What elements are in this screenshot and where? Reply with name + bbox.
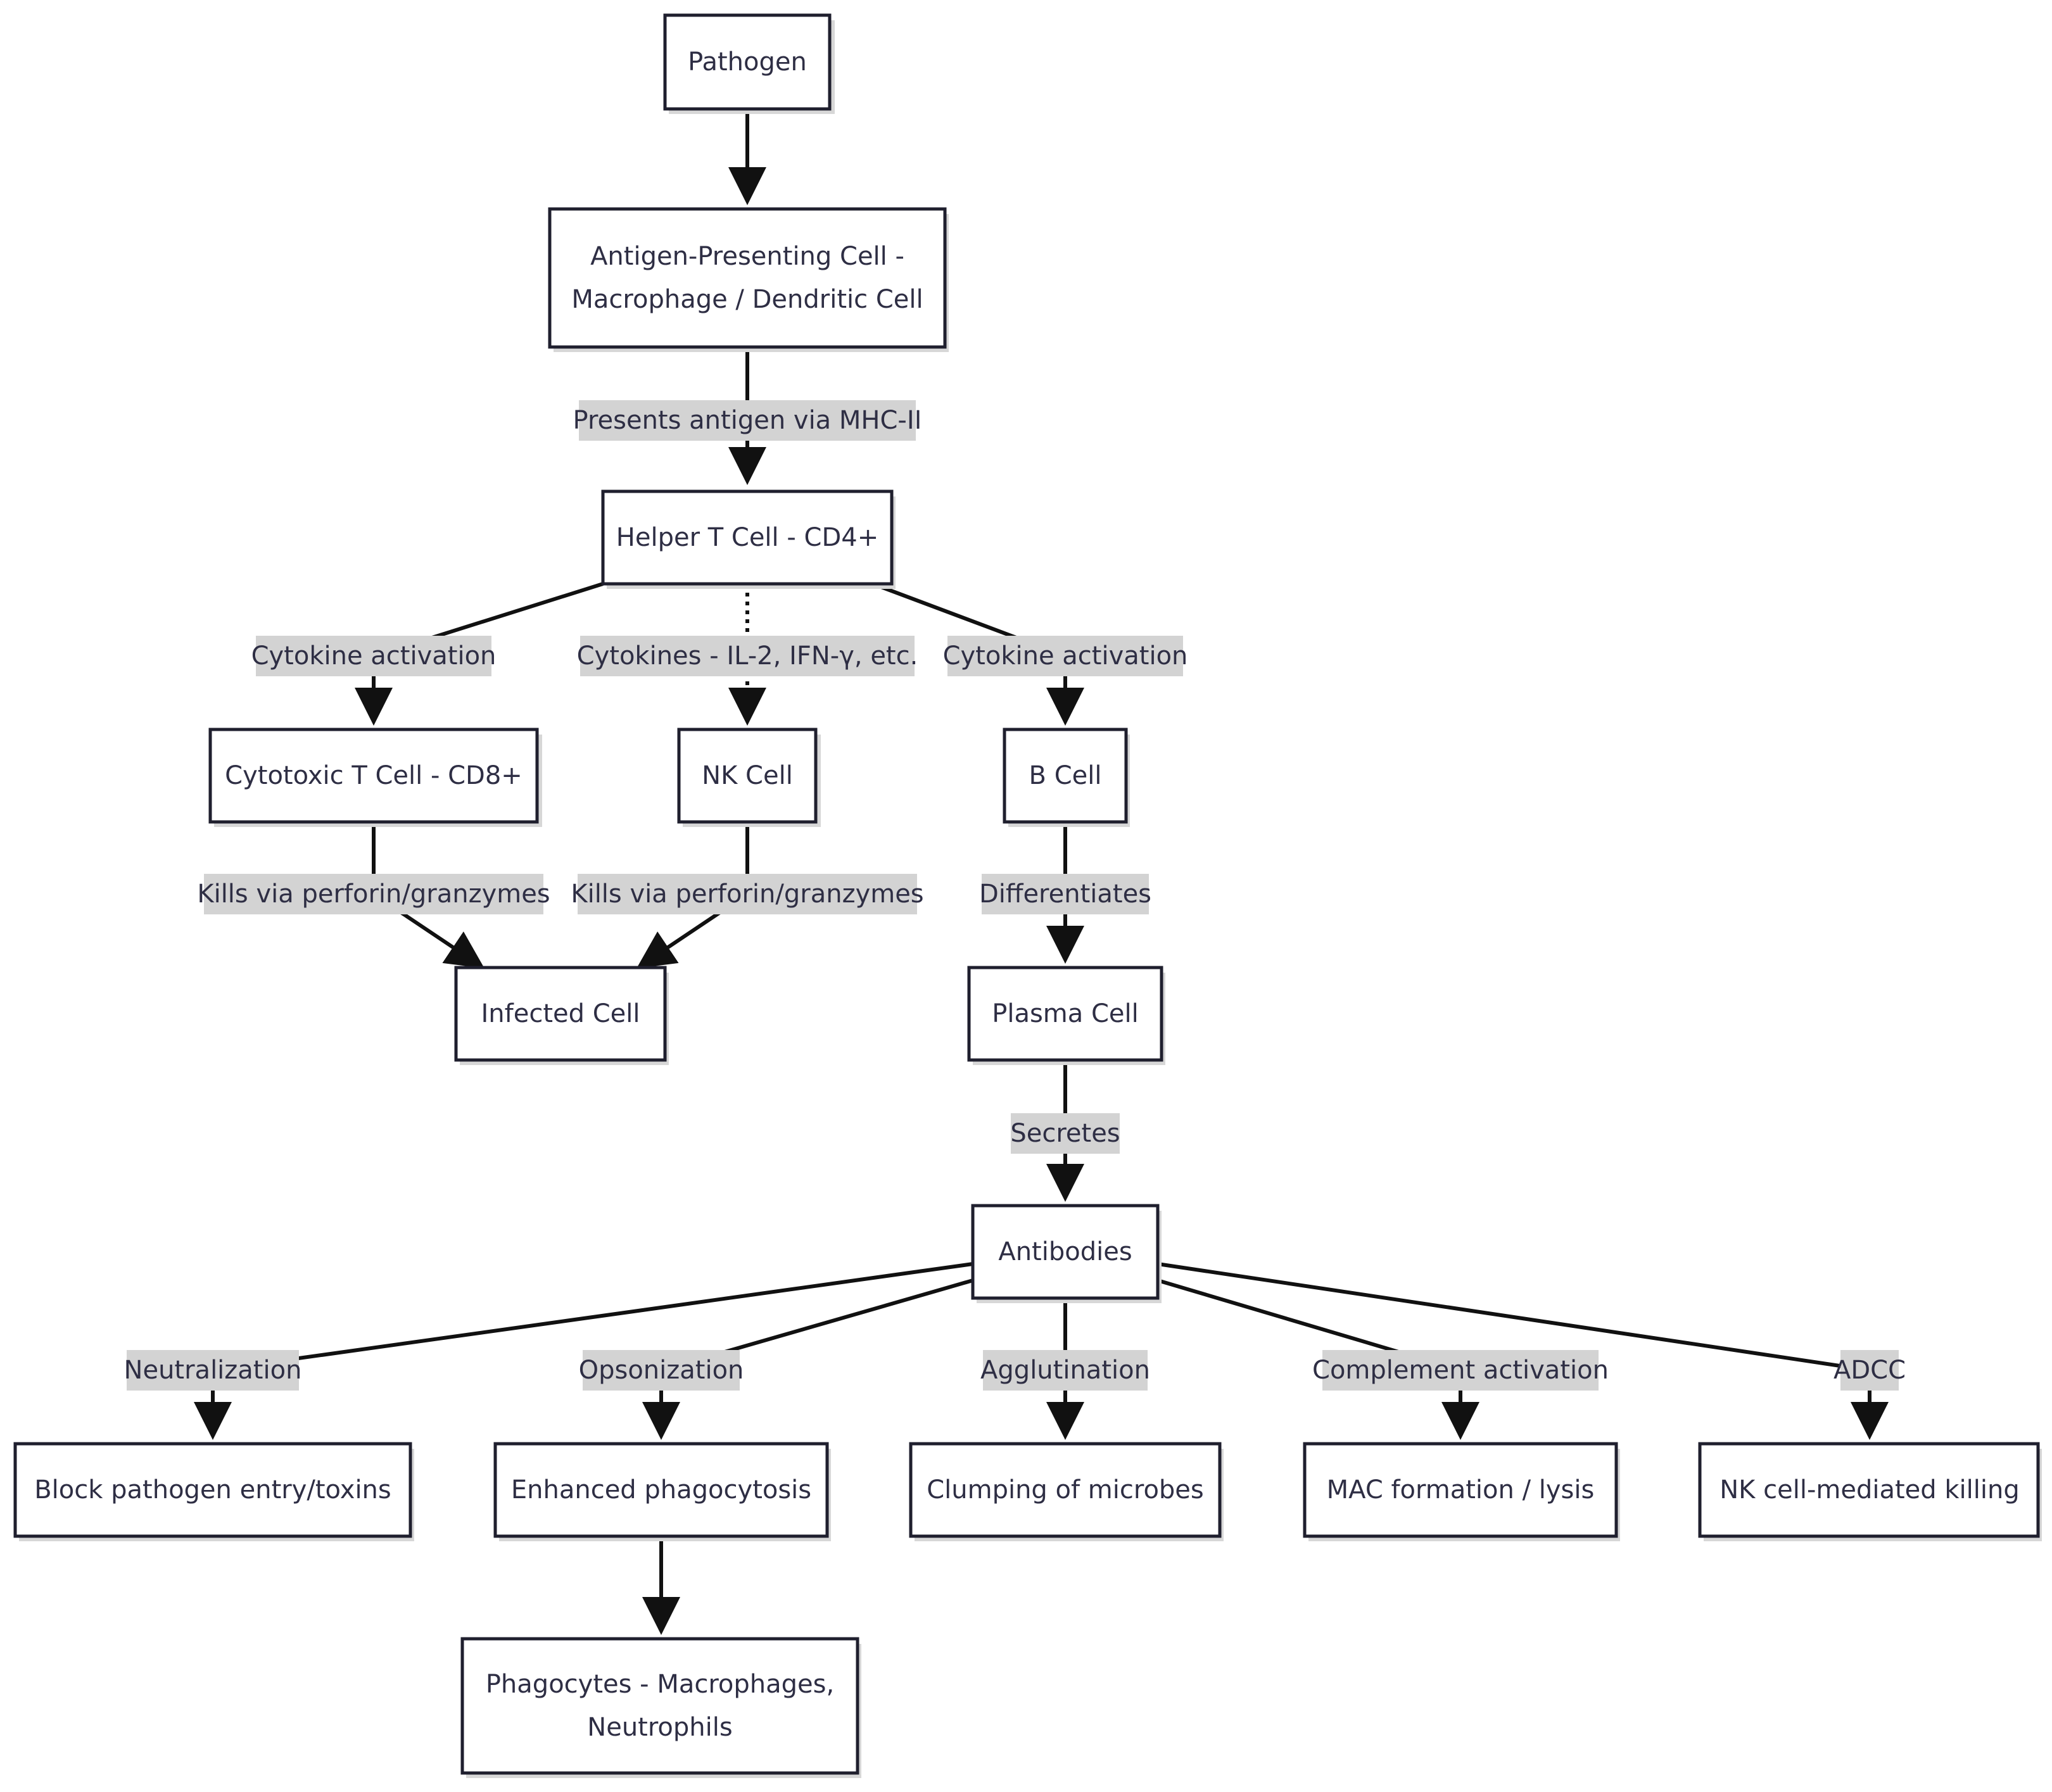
node-antibodies: Antibodies — [971, 1204, 1162, 1303]
node-helper-t-cell: Helper T Cell - CD4+ — [601, 489, 896, 589]
node-nk-cell-mediated-killing: NK cell-mediated killing — [1698, 1442, 2042, 1541]
edge-label-secretes: Secretes — [1010, 1113, 1120, 1154]
svg-text:Presents antigen via MHC-II: Presents antigen via MHC-II — [573, 406, 922, 435]
node-nk-cell: NK Cell — [677, 728, 821, 827]
svg-text:Neutrophils: Neutrophils — [587, 1713, 732, 1742]
svg-text:ADCC: ADCC — [1834, 1356, 1906, 1385]
node-antigen-presenting-cell: Antigen-Presenting Cell - Macrophage / D… — [548, 207, 949, 352]
svg-text:Agglutination: Agglutination — [980, 1356, 1150, 1385]
node-cytotoxic-t-cell: Cytotoxic T Cell - CD8+ — [208, 728, 542, 827]
edge-label-neutralization: Neutralization — [124, 1350, 302, 1391]
node-block-pathogen-entry: Block pathogen entry/toxins — [13, 1442, 414, 1541]
svg-text:B Cell: B Cell — [1029, 761, 1102, 790]
edges — [194, 109, 1889, 1635]
svg-text:Complement activation: Complement activation — [1312, 1356, 1609, 1385]
svg-text:Kills via perforin/granzymes: Kills via perforin/granzymes — [197, 880, 550, 909]
svg-text:Infected Cell: Infected Cell — [481, 999, 640, 1028]
svg-text:Secretes: Secretes — [1010, 1119, 1120, 1148]
svg-text:Phagocytes - Macrophages,: Phagocytes - Macrophages, — [486, 1670, 834, 1699]
svg-text:Block pathogen entry/toxins: Block pathogen entry/toxins — [34, 1475, 391, 1505]
svg-text:Clumping of microbes: Clumping of microbes — [927, 1475, 1204, 1505]
edge-label-opsonization: Opsonization — [579, 1350, 744, 1391]
svg-text:Plasma Cell: Plasma Cell — [992, 999, 1139, 1028]
svg-text:Kills via perforin/granzymes: Kills via perforin/granzymes — [571, 880, 923, 909]
svg-text:Cytokine activation: Cytokine activation — [251, 641, 497, 671]
svg-text:MAC formation / lysis: MAC formation / lysis — [1327, 1475, 1595, 1505]
edge-label-cytokine-activation-right: Cytokine activation — [943, 636, 1188, 676]
edge-label-cytokines: Cytokines - IL-2, IFN-γ, etc. — [577, 636, 918, 676]
svg-text:Cytotoxic T Cell - CD8+: Cytotoxic T Cell - CD8+ — [225, 761, 522, 790]
edge-label-agglutination: Agglutination — [980, 1350, 1150, 1391]
edge-label-kills-left: Kills via perforin/granzymes — [197, 874, 550, 914]
edge-label-kills-right: Kills via perforin/granzymes — [571, 874, 924, 914]
node-clumping-of-microbes: Clumping of microbes — [909, 1442, 1224, 1541]
node-enhanced-phagocytosis: Enhanced phagocytosis — [493, 1442, 831, 1541]
edge-label-differentiates: Differentiates — [979, 874, 1151, 914]
svg-text:Macrophage / Dendritic Cell: Macrophage / Dendritic Cell — [571, 285, 923, 314]
edge-labels: Presents antigen via MHC-II Cytokine act… — [124, 400, 1906, 1391]
svg-text:Pathogen: Pathogen — [688, 47, 807, 77]
node-b-cell: B Cell — [1003, 728, 1130, 827]
node-pathogen: Pathogen — [663, 13, 835, 114]
node-infected-cell: Infected Cell — [454, 966, 669, 1065]
node-mac-formation: MAC formation / lysis — [1303, 1442, 1620, 1541]
svg-text:Cytokine activation: Cytokine activation — [943, 641, 1188, 671]
svg-text:Differentiates: Differentiates — [979, 880, 1151, 909]
node-plasma-cell: Plasma Cell — [967, 966, 1165, 1065]
svg-text:Enhanced phagocytosis: Enhanced phagocytosis — [511, 1475, 811, 1505]
svg-text:NK cell-mediated killing: NK cell-mediated killing — [1720, 1475, 2019, 1505]
svg-text:Cytokines - IL-2, IFN-γ, etc.: Cytokines - IL-2, IFN-γ, etc. — [577, 641, 918, 671]
edge-label-presents: Presents antigen via MHC-II — [573, 400, 922, 441]
svg-text:NK Cell: NK Cell — [702, 761, 793, 790]
svg-text:Neutralization: Neutralization — [124, 1356, 302, 1385]
nodes: Pathogen Antigen-Presenting Cell - Macro… — [13, 13, 2042, 1778]
node-phagocytes: Phagocytes - Macrophages, Neutrophils — [460, 1637, 861, 1778]
edge-label-cytokine-activation-left: Cytokine activation — [251, 636, 497, 676]
svg-text:Opsonization: Opsonization — [579, 1356, 744, 1385]
edge-label-adcc: ADCC — [1834, 1350, 1906, 1391]
svg-text:Helper T Cell - CD4+: Helper T Cell - CD4+ — [616, 523, 878, 552]
svg-text:Antibodies: Antibodies — [998, 1237, 1132, 1266]
svg-text:Antigen-Presenting Cell -: Antigen-Presenting Cell - — [590, 242, 904, 271]
edge-label-complement-activation: Complement activation — [1312, 1350, 1609, 1391]
